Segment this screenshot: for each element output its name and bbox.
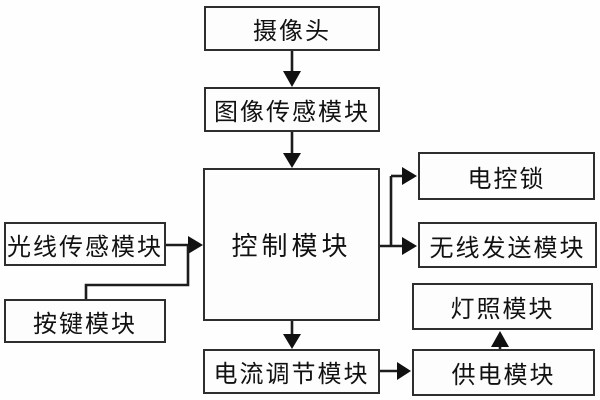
node-wireless-label: 无线发送模块	[429, 235, 586, 262]
arrowhead-light-sensor-to-control	[188, 236, 203, 254]
node-light-sensor-label: 光线传感模块	[7, 234, 163, 261]
arrowhead-power-to-lighting	[491, 331, 509, 347]
node-control: 控制模块	[203, 168, 380, 321]
node-button-label: 按键模块	[33, 311, 137, 338]
node-image-sensor-label: 图像传感模块	[214, 100, 370, 126]
node-button: 按键模块	[4, 299, 166, 343]
node-current-regulator: 电流调节模块	[203, 349, 380, 394]
arrowhead-image-sensor-to-control	[283, 153, 301, 168]
node-wireless: 无线发送模块	[418, 222, 597, 268]
node-current-regulator-label: 电流调节模块	[213, 362, 370, 388]
node-lighting-label: 灯照模块	[450, 297, 555, 323]
node-electric-lock: 电控锁	[418, 152, 595, 200]
node-power: 供电模块	[412, 349, 595, 396]
arrowhead-control-to-current	[283, 334, 301, 349]
node-lighting: 灯照模块	[412, 283, 593, 330]
arrowhead-control-to-electric-lock	[402, 167, 417, 185]
node-camera: 摄像头	[204, 6, 380, 51]
node-light-sensor: 光线传感模块	[4, 222, 166, 266]
node-control-label: 控制模块	[231, 232, 352, 261]
arrowhead-camera-to-image-sensor	[283, 71, 301, 87]
arrowhead-control-to-wireless	[402, 237, 417, 255]
node-electric-lock-label: 电控锁	[467, 166, 546, 193]
node-camera-label: 摄像头	[253, 19, 331, 45]
node-image-sensor: 图像传感模块	[204, 87, 380, 132]
node-power-label: 供电模块	[451, 363, 556, 389]
arrowhead-current-to-power	[397, 362, 411, 380]
